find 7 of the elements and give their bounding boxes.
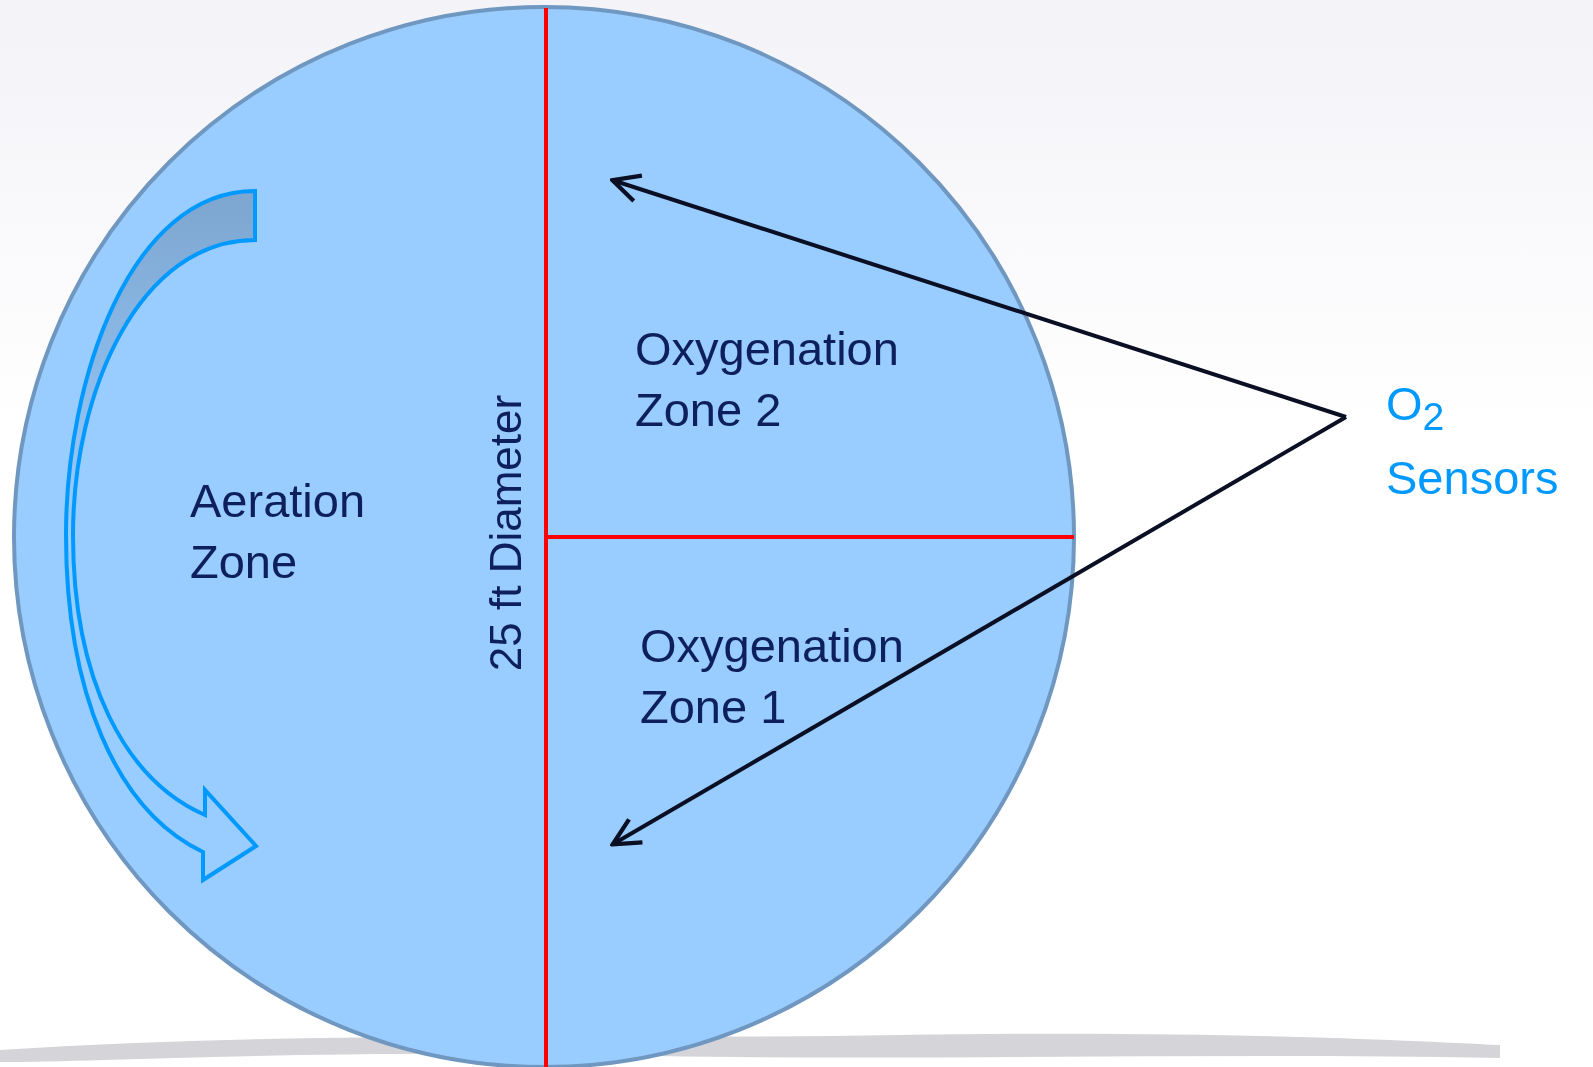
zone-label: Oxygenation Zone 2 (635, 321, 900, 438)
dimension-label: 25 ft Diameter (481, 394, 532, 672)
sensor-arrow (610, 415, 1347, 847)
zone-label: Aeration Zone (190, 473, 367, 590)
sensor-label: O$_{2}$ Sensors (1386, 376, 1560, 507)
sensor-arrow (610, 173, 1347, 419)
zone-label: Oxygenation Zone 1 (640, 618, 905, 735)
